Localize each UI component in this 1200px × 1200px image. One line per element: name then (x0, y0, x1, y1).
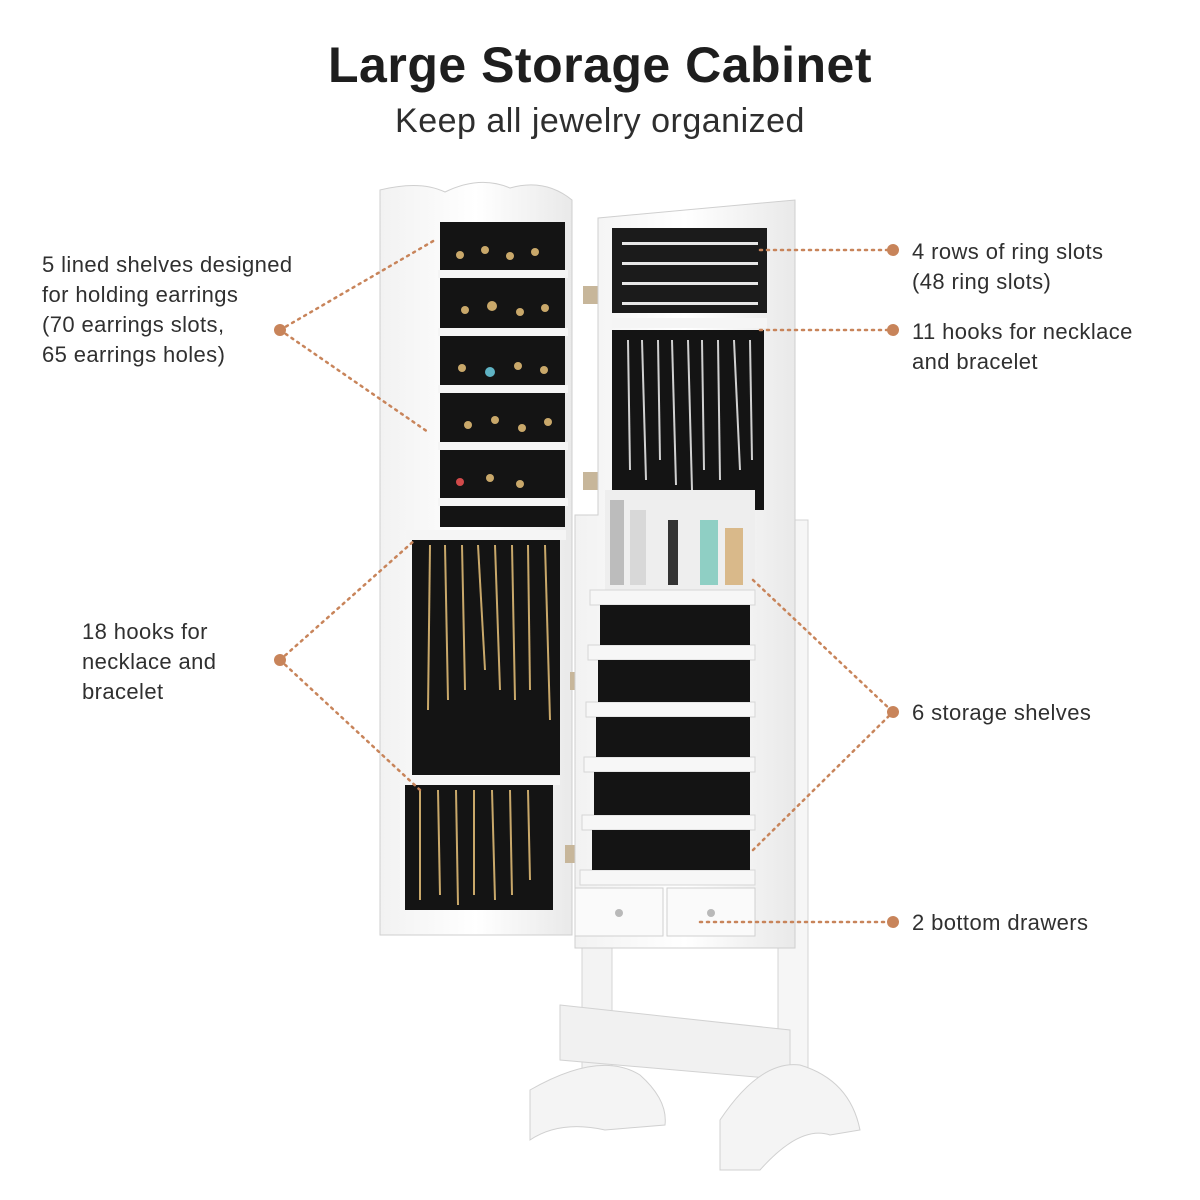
cabinet-body (574, 199, 796, 949)
callout-storage-shelves: 6 storage shelves (912, 700, 1092, 725)
callout-earring-shelves: 5 lined shelves designed for holding ear… (42, 252, 293, 367)
cabinet-stand (529, 519, 861, 1171)
callout-leaders (278, 238, 895, 924)
callout-inner-hooks: 11 hooks for necklace and bracelet (912, 319, 1133, 374)
page-subtitle: Keep all jewelry organized (395, 102, 805, 140)
page-title: Large Storage Cabinet (328, 37, 872, 93)
callout-markers (274, 244, 899, 928)
callout-drawers: 2 bottom drawers (912, 910, 1089, 935)
callout-ring-slots: 4 rows of ring slots (48 ring slots) (912, 239, 1104, 294)
callout-door-hooks: 18 hooks for necklace and bracelet (82, 619, 217, 704)
cabinet-door (379, 181, 599, 936)
